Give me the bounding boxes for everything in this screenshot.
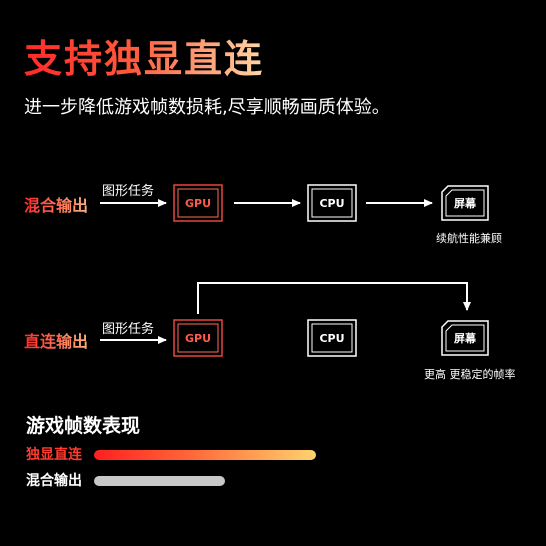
screen-chip-hybrid — [441, 185, 489, 221]
note-hybrid: 续航性能兼顾 — [436, 232, 502, 245]
cpu-label-direct: CPU — [319, 332, 345, 345]
arrow-gpu-to-screen-direct — [197, 282, 471, 314]
performance-title: 游戏帧数表现 — [26, 415, 141, 437]
gpu-label-direct: GPU — [184, 332, 212, 345]
page-subtitle: 进一步降低游戏帧数损耗,尽享顺畅画质体验。 — [24, 97, 390, 118]
bar-label-hybrid: 混合输出 — [26, 473, 82, 489]
row-label-direct: 直连输出 — [24, 332, 89, 351]
cpu-chip-direct — [307, 319, 357, 357]
row-label-hybrid: 混合输出 — [24, 196, 89, 215]
bar-label-dedicated: 独显直连 — [26, 447, 82, 463]
page-title: 支持独显直连 — [24, 37, 265, 81]
gpu-chip-direct — [173, 319, 223, 357]
screen-label-hybrid: 屏幕 — [454, 197, 476, 210]
cpu-chip-hybrid — [307, 184, 357, 222]
screen-label-direct: 屏幕 — [454, 332, 476, 345]
screen-chip-direct — [441, 320, 489, 356]
bar-dedicated — [94, 450, 316, 460]
gpu-chip-hybrid — [173, 184, 223, 222]
task-label-direct: 图形任务 — [102, 322, 155, 337]
task-label-hybrid: 图形任务 — [102, 184, 155, 199]
bar-hybrid — [94, 476, 225, 486]
cpu-label-hybrid: CPU — [319, 197, 345, 210]
note-direct: 更高 更稳定的帧率 — [424, 368, 516, 381]
gpu-label-hybrid: GPU — [184, 197, 212, 210]
